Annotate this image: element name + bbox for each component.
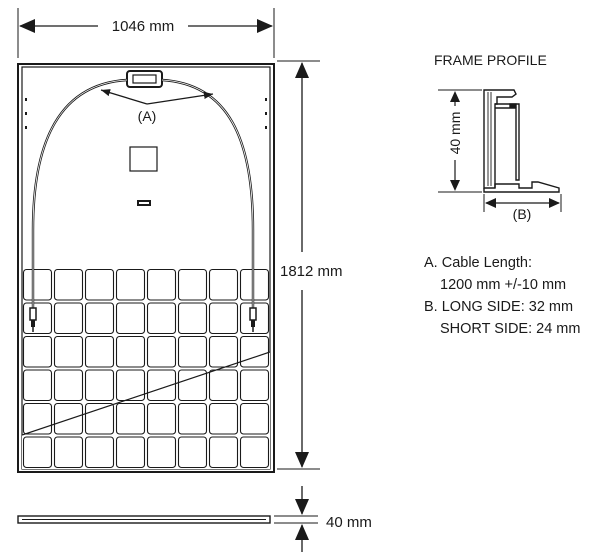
cell-grid bbox=[22, 268, 270, 469]
solar-cell bbox=[115, 402, 146, 435]
solar-cell bbox=[115, 302, 146, 335]
solar-cell bbox=[146, 436, 177, 469]
short-side-spec: SHORT SIDE: 24 mm bbox=[440, 321, 581, 337]
solar-cell bbox=[146, 335, 177, 368]
solar-cell bbox=[208, 268, 239, 301]
panel-back-view: (A) bbox=[17, 63, 275, 473]
spec-list: A. Cable Length: 1200 mm +/-10 mm B. LON… bbox=[424, 252, 580, 340]
solar-cell bbox=[53, 302, 84, 335]
frame-profile-section bbox=[483, 89, 560, 193]
solar-cell bbox=[146, 302, 177, 335]
cable-marker-label: (A) bbox=[138, 108, 157, 124]
solar-cell bbox=[115, 436, 146, 469]
solar-cell bbox=[208, 302, 239, 335]
solar-cell bbox=[239, 335, 270, 368]
solar-cell bbox=[22, 302, 53, 335]
solar-cell bbox=[22, 402, 53, 435]
solar-cell bbox=[208, 402, 239, 435]
solar-cell bbox=[84, 369, 115, 402]
frame-height-label: 40 mm bbox=[447, 112, 463, 155]
solar-cell bbox=[208, 335, 239, 368]
solar-cell bbox=[84, 268, 115, 301]
solar-cell bbox=[146, 268, 177, 301]
solar-cell bbox=[22, 369, 53, 402]
solar-cell bbox=[146, 402, 177, 435]
width-label: 1046 mm bbox=[112, 18, 175, 35]
cable-length-value: 1200 mm +/-10 mm bbox=[440, 277, 567, 293]
solar-cell bbox=[177, 402, 208, 435]
long-side-spec: B. LONG SIDE: 32 mm bbox=[424, 299, 574, 315]
solar-cell bbox=[84, 335, 115, 368]
solar-cell bbox=[177, 436, 208, 469]
solar-cell bbox=[115, 369, 146, 402]
frame-profile-title: FRAME PROFILE bbox=[434, 52, 547, 68]
solar-cell bbox=[177, 268, 208, 301]
height-dimension: 1812 mm bbox=[277, 60, 343, 470]
cable-pointer-arrows bbox=[100, 89, 214, 105]
cables bbox=[31, 78, 255, 308]
connector-right bbox=[249, 307, 257, 332]
thickness-label: 40 mm bbox=[326, 514, 372, 531]
solar-cell bbox=[177, 369, 208, 402]
junction-box bbox=[126, 70, 163, 88]
label-plate bbox=[129, 146, 158, 172]
solar-cell bbox=[239, 369, 270, 402]
solar-cell bbox=[84, 402, 115, 435]
solar-cell bbox=[239, 436, 270, 469]
solar-cell bbox=[53, 436, 84, 469]
solar-cell bbox=[177, 335, 208, 368]
panel-side-view: 40 mm bbox=[17, 486, 372, 552]
solar-cell bbox=[115, 268, 146, 301]
solar-cell bbox=[53, 369, 84, 402]
solar-cell bbox=[146, 369, 177, 402]
frame-marker-label: (B) bbox=[513, 206, 532, 222]
solar-cell bbox=[84, 436, 115, 469]
solar-cell bbox=[53, 402, 84, 435]
solar-cell bbox=[84, 302, 115, 335]
solar-cell bbox=[208, 436, 239, 469]
cable-length-title: A. Cable Length: bbox=[424, 255, 533, 271]
solar-cell bbox=[208, 369, 239, 402]
solar-cell bbox=[115, 335, 146, 368]
solar-cell bbox=[22, 335, 53, 368]
solar-cell bbox=[22, 268, 53, 301]
solar-cell bbox=[22, 436, 53, 469]
solar-cell bbox=[53, 268, 84, 301]
height-label: 1812 mm bbox=[280, 263, 343, 280]
connector-left bbox=[29, 307, 37, 332]
frame-profile: FRAME PROFILE 40 mm (B) bbox=[434, 52, 562, 222]
solar-cell bbox=[239, 268, 270, 301]
solar-cell bbox=[177, 302, 208, 335]
solar-cell bbox=[239, 402, 270, 435]
solar-cell bbox=[53, 335, 84, 368]
width-dimension: 1046 mm bbox=[17, 8, 275, 58]
solar-cells-cutaway bbox=[22, 268, 270, 469]
